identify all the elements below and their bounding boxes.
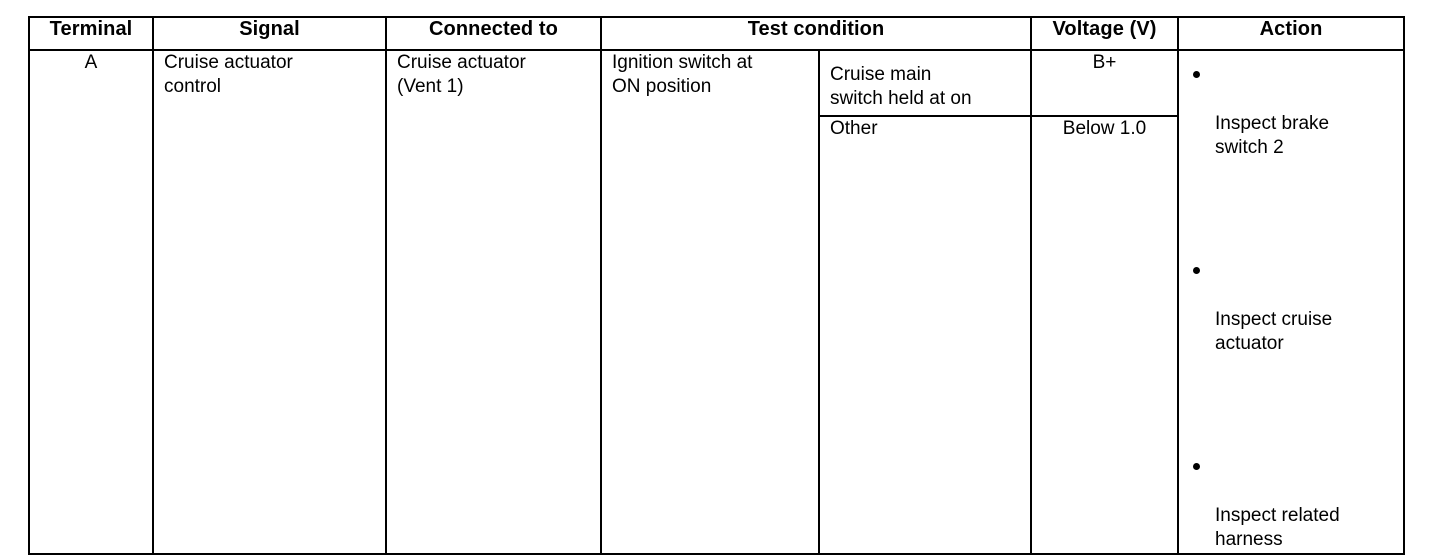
bullet-icon [1193,463,1201,471]
voltage-row-2: Below 1.0 [1032,116,1178,553]
cell-signal: Cruise actuator control [152,49,387,555]
column-header-test-condition: Test condition [599,16,1033,51]
subcondition-cell-2: Other [820,116,1031,553]
cell-connected-to: Cruise actuator (Vent 1) [385,49,602,555]
voltage-row-1: B+ [1032,51,1178,117]
voltage-subtable: B+ Below 1.0 [1032,51,1178,553]
action-list: Inspect brake switch 2 Inspect cruise ac… [1179,51,1403,553]
cell-test-subconditions: Cruise main switch held at on Other [817,49,1033,555]
cell-test-condition: Ignition switch at ON position [600,49,820,555]
action-text-2: Inspect cruise actuator [1215,308,1333,355]
column-header-signal: Signal [152,16,387,51]
cell-test-condition-text: Ignition switch at ON position [612,52,753,98]
cell-terminal: A [28,49,154,555]
subcondition-text-1: Cruise main switch held at on [830,64,972,110]
table-header: Terminal Signal Connected to Test condit… [28,16,1406,51]
cell-connected-to-text: Cruise actuator (Vent 1) [397,52,526,98]
cell-signal-text: Cruise actuator control [164,52,293,98]
bullet-icon [1193,70,1201,78]
voltage-cell-1: B+ [1032,51,1178,117]
column-header-action: Action [1177,16,1406,51]
list-item: Inspect related harness [1179,456,1403,553]
subcondition-row-1: Cruise main switch held at on [820,51,1031,117]
table-row: A Cruise actuator control Cruise actuato… [28,49,1406,555]
table-body: A Cruise actuator control Cruise actuato… [28,49,1406,555]
column-header-voltage: Voltage (V) [1030,16,1180,51]
bullet-icon [1193,267,1201,275]
cell-action: Inspect brake switch 2 Inspect cruise ac… [1177,49,1406,555]
diagnostic-table-container: Terminal Signal Connected to Test condit… [28,16,1406,555]
action-text-3: Inspect related harness [1215,505,1340,551]
list-item: Inspect cruise actuator [1179,259,1403,356]
cell-voltage: B+ Below 1.0 [1030,49,1180,555]
subcondition-text-2: Other [830,118,878,139]
action-text-1: Inspect brake switch 2 [1215,112,1330,158]
column-header-terminal: Terminal [28,16,154,51]
subcondition-table: Cruise main switch held at on Other [820,51,1031,553]
header-row: Terminal Signal Connected to Test condit… [28,16,1406,51]
subcondition-row-2: Other [820,116,1031,553]
subcondition-cell-1: Cruise main switch held at on [820,51,1031,117]
diagnostic-table: Terminal Signal Connected to Test condit… [28,16,1406,555]
column-header-connected-to: Connected to [385,16,602,51]
voltage-cell-2: Below 1.0 [1032,116,1178,553]
list-item: Inspect brake switch 2 [1179,63,1403,160]
